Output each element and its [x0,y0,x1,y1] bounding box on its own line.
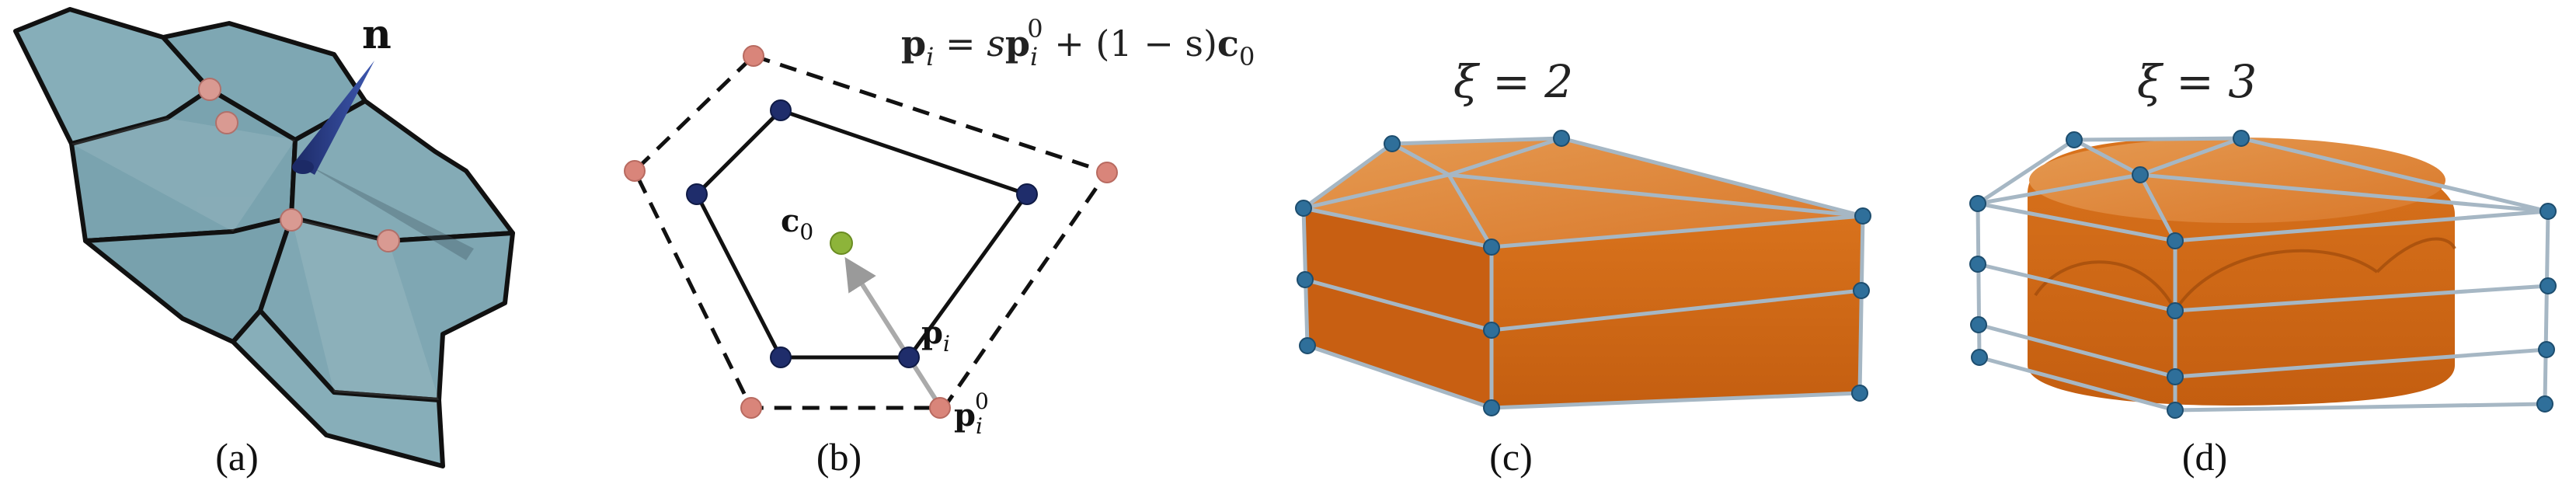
cage-node [2539,277,2557,294]
polygon-mesh [13,7,515,468]
inner-vertex [686,183,708,205]
center-point [830,232,853,255]
normal-vector [294,61,374,175]
outer-vertex [624,160,646,182]
cage-node [2132,166,2149,183]
outer-polygon [632,54,1110,410]
mesh-vertices [198,78,400,252]
cage-node [2066,131,2083,148]
cage-node [1483,239,1500,256]
mesh-shading [71,118,439,400]
inner-vertex [1016,183,1038,205]
mesh-vertex [215,111,238,134]
cage-nodes [1295,130,1871,416]
cage-node [1299,337,1316,354]
cage-nodes-d [1969,130,2557,419]
cage-node [1851,385,1868,402]
outer-vertex [1096,162,1118,183]
panel-d-title: ξ = 3 [2137,55,2257,108]
cage-node [1553,130,1570,147]
outer-vertex [743,45,764,67]
normal-base [292,160,314,174]
mesh-vertex [198,78,221,101]
outer-vertex [740,397,762,419]
outer-vertex [929,397,951,419]
caption-b: (b) [816,435,862,479]
mesh-cell [231,308,445,468]
pi-label: pi [921,315,950,357]
cage-node [2167,368,2184,385]
cage-node [2538,341,2555,358]
caption-d: (d) [2182,435,2227,479]
offset-formula: pi = spi0 + (1 − s)c0 [901,14,1255,71]
c0-label: c0 [781,203,813,245]
cage-node [1297,271,1314,288]
cage-node [1483,399,1500,416]
cage-node [1970,316,1987,333]
cage-node [2536,395,2553,413]
extruded-body-left [1304,208,1492,408]
panel-c: ξ = 2 [1295,55,1871,479]
offset-arrow [844,256,938,402]
rounded-top [2029,138,2445,223]
inner-vertex [898,346,920,368]
panel-d: ξ = 3 [1969,55,2557,479]
mesh-vertex [280,208,303,232]
inner-vertex [770,346,792,368]
cage-node [2233,130,2250,147]
cage-node [1854,207,1871,225]
cage-node [1384,135,1401,152]
cage-node [2539,203,2557,220]
cage-node [2167,402,2184,419]
cage-node [1295,200,1312,217]
pi0-label: pi0 [954,388,989,439]
normal-shadow [305,163,474,260]
caption-c: (c) [1489,435,1533,479]
panel-c-title: ξ = 2 [1453,55,1573,108]
cage-node [1853,282,1870,299]
cage-node [1483,322,1500,339]
cage-node [1971,349,1988,366]
cage-node [2167,232,2184,249]
panel-b: pi = spi0 + (1 − s)c0 c0 [624,14,1255,479]
cage-node [1969,256,1986,273]
normal-label: n [362,11,392,58]
extruded-top [1304,138,1863,247]
panel-a: n (a) [13,7,515,479]
inner-polygon [694,108,1031,360]
cage-node [1969,195,1986,212]
inner-vertex [770,99,792,121]
cage-node [2167,302,2184,319]
mesh-vertex [377,229,400,252]
caption-a: (a) [215,435,259,479]
